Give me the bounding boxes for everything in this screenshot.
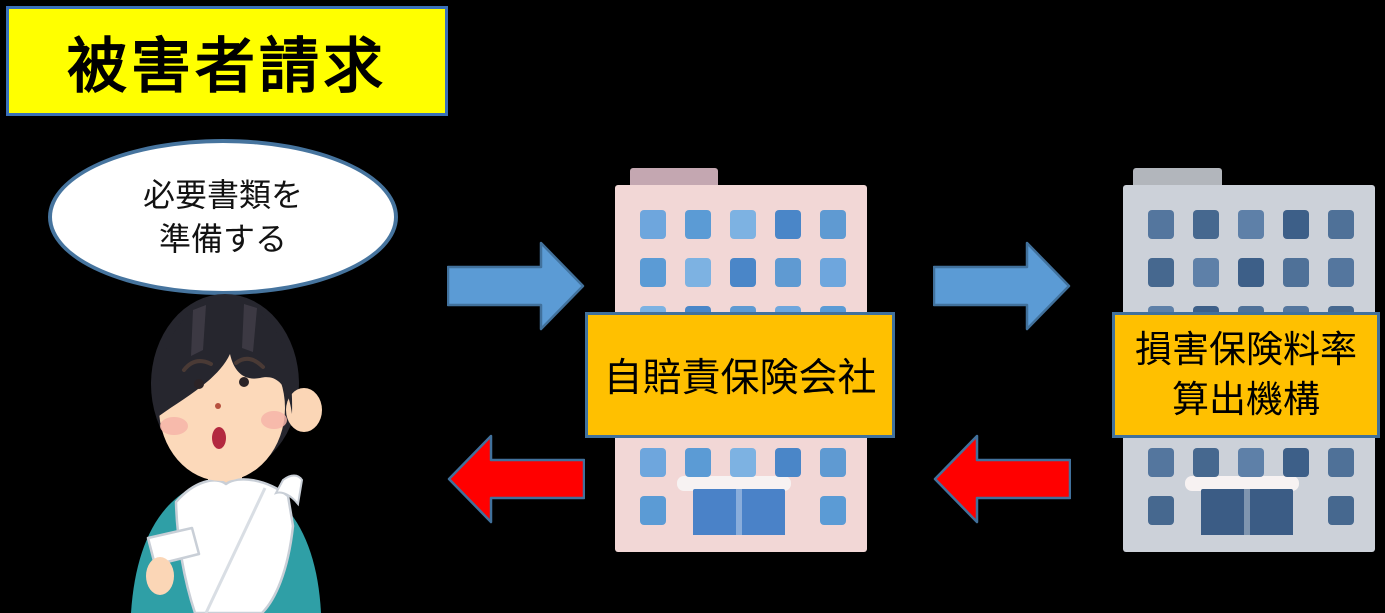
- building-window: [640, 210, 666, 239]
- building-window: [730, 258, 756, 287]
- building-door: [693, 489, 785, 535]
- building-window: [1193, 448, 1219, 477]
- building-window: [730, 448, 756, 477]
- building-window: [1148, 210, 1174, 239]
- diagram-title: 被害者請求: [6, 6, 448, 116]
- building-window: [775, 258, 801, 287]
- building-entrance-awning: [677, 476, 791, 491]
- building-window: [1328, 448, 1354, 477]
- speech-bubble-line: 必要書類を: [142, 177, 303, 213]
- building-window: [1238, 448, 1264, 477]
- building-window: [820, 258, 846, 287]
- forward-arrow-icon: [447, 241, 585, 331]
- building-roof: [630, 168, 718, 189]
- building-window: [775, 448, 801, 477]
- building-window: [820, 448, 846, 477]
- building-roof: [1133, 168, 1222, 189]
- building-window: [775, 210, 801, 239]
- speech-bubble: 必要書類を 準備する: [48, 139, 398, 295]
- building-window: [1283, 448, 1309, 477]
- building-window: [1328, 210, 1354, 239]
- building-window: [1193, 210, 1219, 239]
- building-window: [820, 496, 846, 525]
- building-door: [1201, 489, 1293, 535]
- rating-org-label: 損害保険料率 算出機構: [1112, 312, 1380, 438]
- building-window: [820, 210, 846, 239]
- building-window: [1193, 258, 1219, 287]
- building-window: [1283, 210, 1309, 239]
- building-window: [685, 448, 711, 477]
- building-window: [640, 258, 666, 287]
- injured-person-icon: [131, 294, 322, 613]
- rating-org-label-text: 算出機構: [1172, 379, 1320, 420]
- building-window: [640, 496, 666, 525]
- building-entrance-awning: [1185, 476, 1299, 491]
- building-window: [1283, 258, 1309, 287]
- building-window: [685, 210, 711, 239]
- rating-org-label-text: 損害保険料率: [1135, 329, 1357, 370]
- building-window: [640, 448, 666, 477]
- diagram-title-text: 被害者請求: [67, 32, 387, 100]
- speech-bubble-line: 準備する: [158, 221, 287, 257]
- building-window: [1328, 496, 1354, 525]
- return-arrow-icon: [933, 434, 1071, 524]
- return-arrow-icon: [447, 434, 585, 524]
- insurer-label-text: 自賠責保険会社: [603, 357, 877, 400]
- building-window: [1328, 258, 1354, 287]
- forward-arrow-icon: [933, 241, 1071, 331]
- building-window: [1148, 448, 1174, 477]
- building-window: [685, 258, 711, 287]
- building-window: [1148, 496, 1174, 525]
- insurer-label: 自賠責保険会社: [585, 312, 895, 438]
- building-window: [1238, 258, 1264, 287]
- building-window: [1238, 210, 1264, 239]
- building-window: [730, 210, 756, 239]
- building-window: [1148, 258, 1174, 287]
